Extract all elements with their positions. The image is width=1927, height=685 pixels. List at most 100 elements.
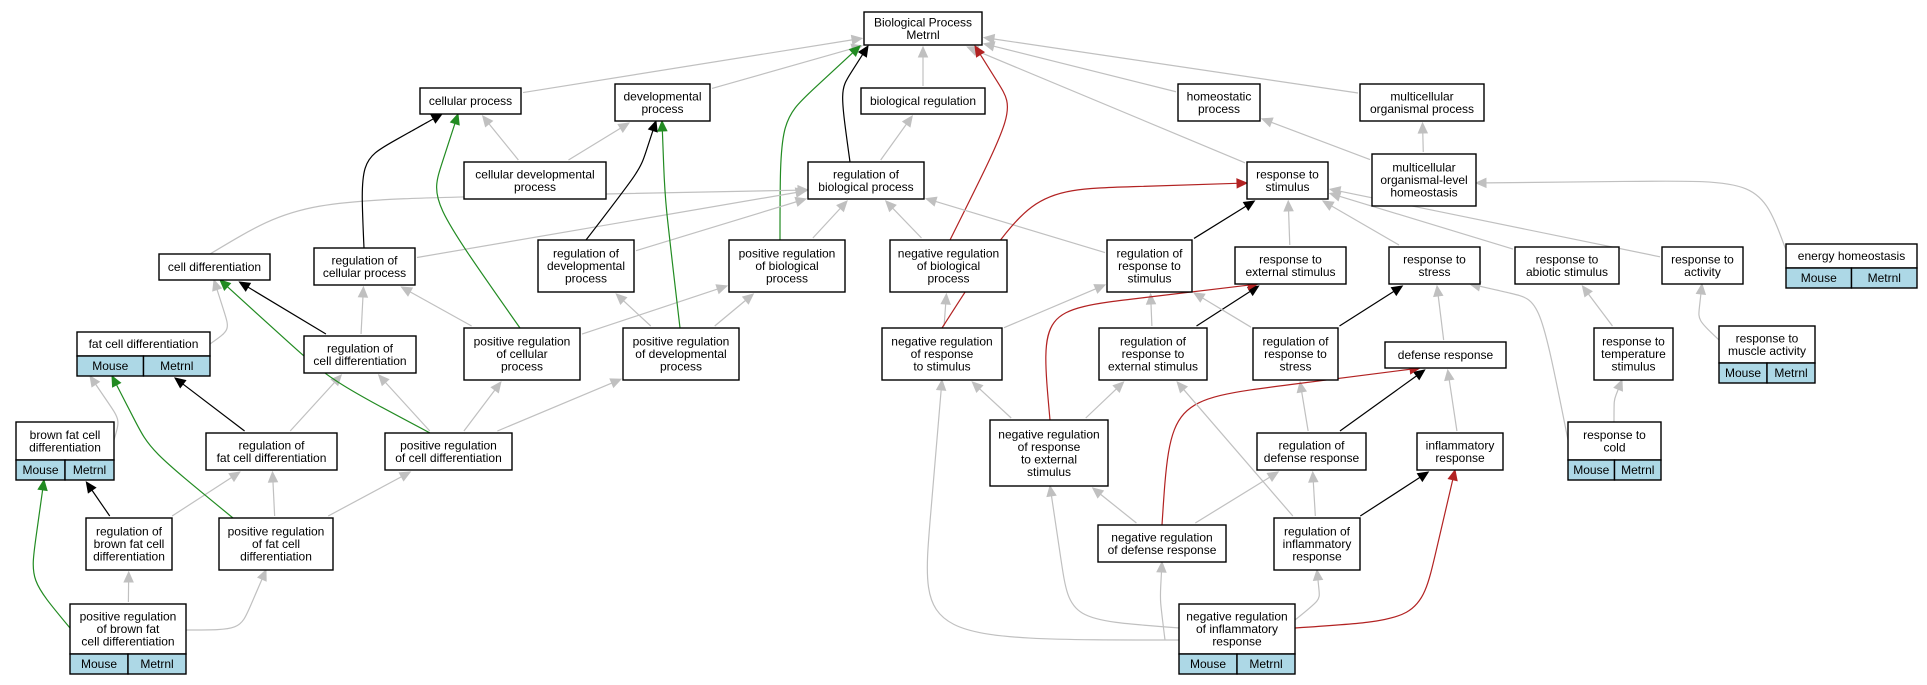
edge-is-a [1145,292,1157,327]
term-label-line: differentiation [93,550,165,564]
edge-is-a [971,381,1012,419]
edge-part-of [1359,471,1430,517]
arrowhead-icon [794,196,808,207]
term-label-line: of response [911,347,974,361]
arrowhead-icon [715,284,729,295]
term-label-line: positive regulation [633,335,730,349]
term-label-line: response [1212,635,1262,649]
arrowhead-icon [1474,177,1487,189]
arrowhead-icon [609,378,623,389]
term-label-line: stimulus [1611,360,1655,374]
term-label-line: regulation of [96,525,163,539]
arrowhead-icon [1296,380,1307,394]
term-label-line: response to [1256,167,1319,181]
term-box [1514,246,1620,285]
arrowhead-icon [357,285,369,298]
annotation-metrnl: Metrnl [1249,657,1282,671]
edge-is-a [1308,470,1319,517]
term-label-line: developmental [623,89,701,103]
term-node-cellular-process[interactable]: cellular process [419,87,522,115]
arrowhead-icon [1312,568,1324,581]
edge-line [209,289,228,345]
term-label-line: abiotic stimulus [1526,265,1608,279]
arrowhead-icon [174,377,187,389]
term-box [463,161,607,200]
edge-line [1183,389,1294,517]
annotation-cell [1766,362,1816,384]
edge-is-a [1176,381,1294,517]
term-node-defense-response[interactable]: defense response [1384,341,1507,369]
term-label-line: of fat cell [252,537,300,551]
term-box [1252,327,1339,381]
edge-is-a [1581,285,1613,327]
edge-line [779,52,854,241]
term-box [889,239,1008,293]
edge-line [714,299,746,327]
term-node-cell-differentiation[interactable]: cell differentiation [158,253,271,281]
term-node-biological-regulation[interactable]: biological regulation [860,87,986,115]
edge-line [711,47,853,90]
term-box [1359,83,1485,122]
term-label-line: stimulus [1027,465,1071,479]
edge-line [661,130,681,329]
term-label-line: positive regulation [228,525,325,539]
arrowhead-icon [1266,471,1280,482]
edge-line [568,127,621,161]
edge-is-a [497,378,623,432]
term-label-line: brown fat cell [94,537,165,551]
term-label-line: Metrnl [906,28,939,42]
term-box [1416,432,1504,471]
term-box [1661,246,1744,285]
term-label-line: of developmental [635,347,726,361]
edge-part-of [1339,285,1404,327]
term-label-line: process [927,272,969,286]
annotation-mouse: Mouse [1725,366,1761,380]
edge-line [182,383,245,432]
edge-line [1193,205,1247,239]
edge-line [247,286,327,335]
edge-line [1202,297,1252,328]
edge-line [1294,479,1454,629]
edge-line [1437,295,1445,341]
